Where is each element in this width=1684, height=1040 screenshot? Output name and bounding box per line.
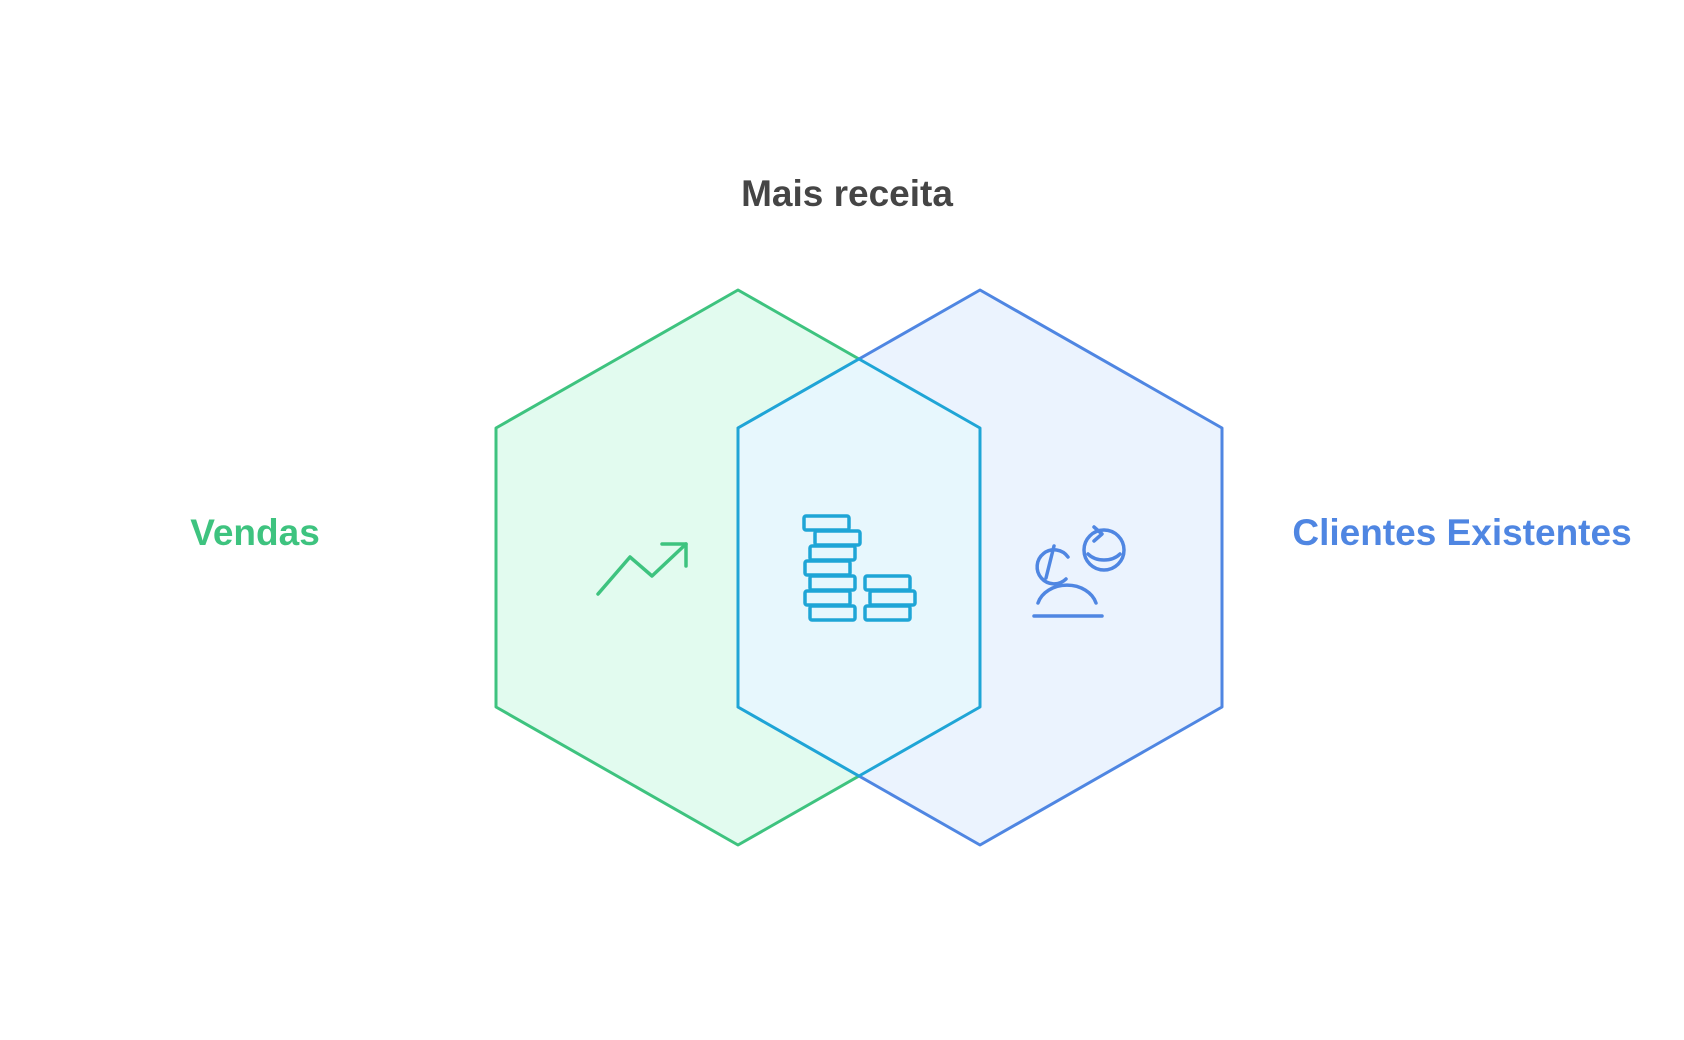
- coin-stacks-icon: [802, 514, 917, 622]
- trending-up-icon: [596, 542, 688, 596]
- returning-customer-icon: [1032, 525, 1126, 618]
- intersection-region: [736, 357, 982, 778]
- diagram-title: Mais receita: [741, 173, 953, 214]
- right-set-label: Clientes Existentes: [1292, 512, 1631, 553]
- left-set-label: Vendas: [190, 512, 320, 553]
